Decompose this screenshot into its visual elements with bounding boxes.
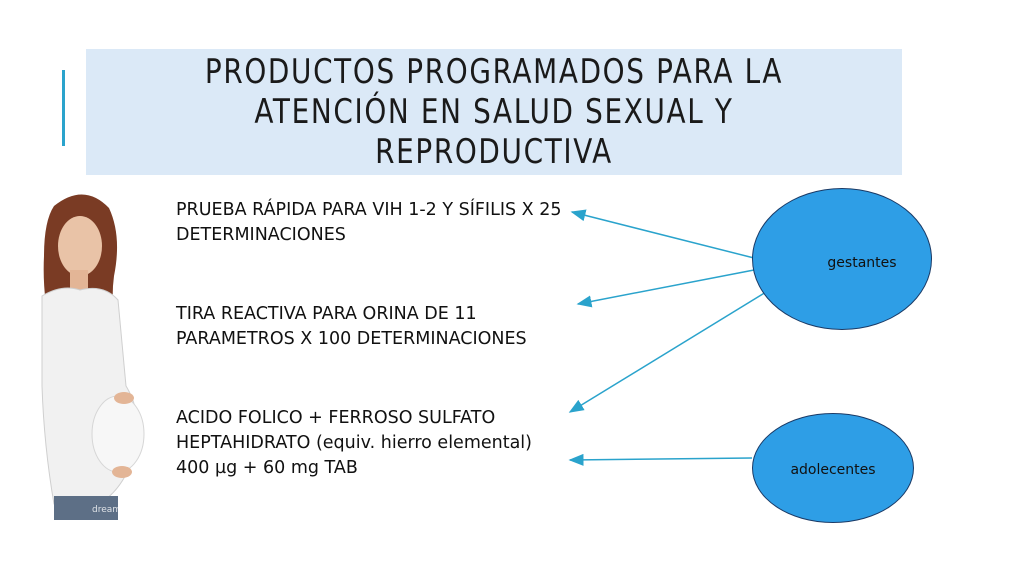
neck-shape [70,270,88,292]
hand-shape [112,466,132,478]
arrow-to-urine-strip [576,269,755,308]
group-label-gestantes: gestantes [827,255,897,271]
photo-watermark: dreamstime.com [92,505,164,515]
title-accent-bar [62,70,65,146]
face-shape [58,216,102,276]
product-item-urine-strip: TIRA REACTIVA PARA ORINA DE 11 PARAMETRO… [176,304,527,349]
product-item-folic-acid: ACIDO FOLICO + FERROSO SULFATO HEPTAHIDR… [176,408,532,478]
pregnant-woman-photo: dreamstime.com [41,194,164,520]
group-circle-adolecentes: adolecentes [752,413,914,523]
arrow-adolecentes-to-folic-acid [568,453,753,466]
arrow-to-rapid-test [570,209,755,259]
product-item-rapid-test: PRUEBA RÁPIDA PARA VIH 1-2 Y SÍFILIS X 2… [176,200,562,245]
slide-title: Productos programados para la atención e… [204,52,784,172]
group-circle-gestantes: gestantes [752,188,932,330]
hand-shape [114,392,134,404]
title-banner: Productos programados para la atención e… [86,49,902,175]
group-label-adolecentes: adolecentes [790,462,876,478]
arrow-to-folic-acid [568,291,767,413]
jeans-shape [54,496,118,520]
